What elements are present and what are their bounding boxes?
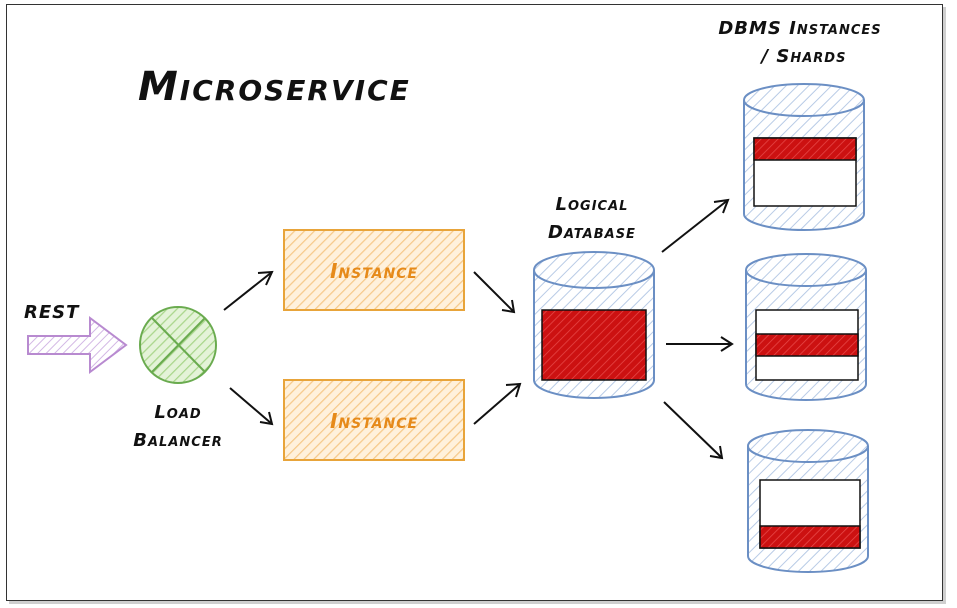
arrow-instance-2-to-db — [473, 382, 522, 425]
diagram-frame — [6, 4, 943, 601]
logical-database-label-line1: Logical — [556, 194, 629, 215]
arrow-instance-1-to-db — [473, 271, 516, 314]
arrow-db-to-shard-3 — [663, 401, 724, 460]
shard-1-partition — [753, 137, 857, 161]
load-balancer-label-line1: Load — [154, 402, 201, 423]
logical-database-label-line2: Database — [548, 222, 636, 243]
instance-box-1 — [283, 229, 465, 311]
rest-label: REST — [24, 302, 80, 323]
logical-database-cylinder — [533, 251, 655, 399]
load-balancer-icon — [139, 306, 217, 384]
dbms-label-line2: / Shards — [760, 46, 847, 67]
arrow-lb-to-instance-2 — [229, 387, 274, 426]
arrow-db-to-shard-1 — [661, 198, 730, 253]
load-balancer-label-line2: Balancer — [133, 430, 222, 451]
shard-2-partition — [755, 333, 859, 357]
arrow-lb-to-instance-1 — [223, 270, 274, 311]
instance-box-2 — [283, 379, 465, 461]
dbms-label-line1: DBMS Instances — [718, 18, 881, 39]
shard-cylinder-2 — [745, 253, 867, 401]
shard-cylinder-1 — [743, 83, 865, 231]
instance-label-2: Instance — [330, 409, 418, 433]
logical-data-block — [541, 309, 647, 381]
arrow-db-to-shard-2 — [666, 336, 734, 352]
rest-arrow — [27, 316, 128, 374]
shard-3-partition — [759, 525, 861, 549]
diagram-title: Microservice — [138, 64, 411, 110]
shard-cylinder-3 — [747, 429, 869, 573]
instance-label-1: Instance — [330, 259, 418, 283]
